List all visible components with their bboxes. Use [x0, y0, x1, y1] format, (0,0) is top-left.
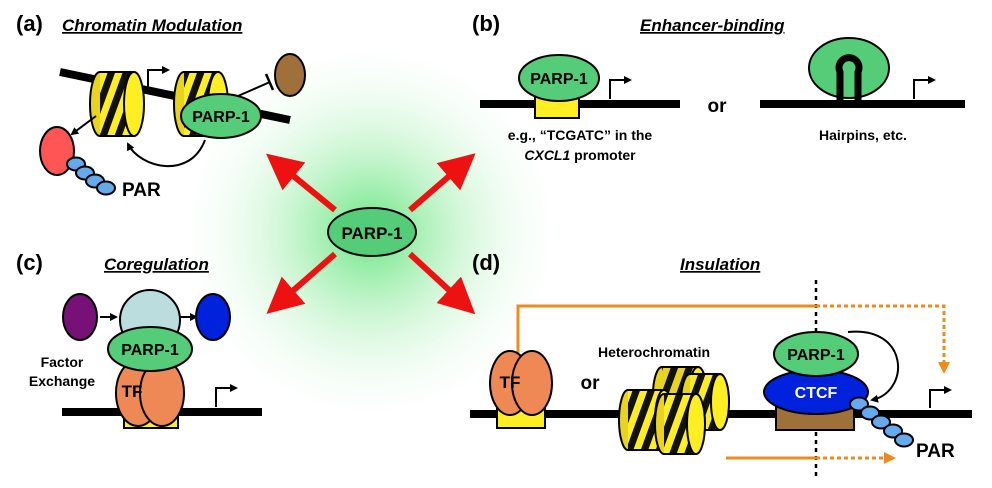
panel-b-parp1-label: PARP-1 [530, 71, 588, 88]
panel-b-tss-arrow-1 [609, 76, 632, 99]
panel-d-or: or [581, 373, 601, 394]
panel-c-letter: (c) [16, 250, 43, 275]
panel-b-parp1-hairpin [808, 37, 890, 99]
panel-b-example-line2: CXCL1 promoter [524, 147, 636, 163]
panel-a-inhibition [237, 81, 271, 97]
panel-c-parp1 [107, 326, 193, 372]
panel-c-title: Coregulation [104, 255, 209, 274]
center-parp1 [327, 207, 417, 257]
arrow-to-b [408, 153, 476, 213]
panel-d-letter: (d) [472, 250, 500, 275]
panel-c-factor-line2: Exchange [29, 373, 95, 389]
panel-a-salmon-factor [39, 126, 75, 176]
panel-c-parp1-label: PARP-1 [121, 342, 179, 359]
panel-c-blue-factor [195, 293, 231, 341]
panel-b-hairpin [835, 54, 863, 104]
panel-a: (a) Chromatin Modulation PARP-1 [16, 11, 306, 201]
panel-d-heterochromatin-label: Heterochromatin [598, 344, 710, 360]
panel-a-parp1-label: PARP-1 [192, 109, 250, 126]
panel-d-curved-arrow [847, 330, 899, 403]
panel-b-hairpins-label: Hairpins, etc. [819, 127, 907, 143]
panel-d-orange-path [516, 304, 816, 372]
panel-d-parp1-label: PARP-1 [787, 347, 845, 364]
panel-d-tf-label: TF [500, 373, 521, 392]
panel-d-title: Insulation [680, 255, 760, 274]
panel-a-par-label: PAR [122, 180, 161, 201]
arrow-to-d [407, 251, 476, 315]
panel-d-par-chain [849, 396, 914, 448]
panel-b-title: Enhancer-binding [640, 16, 785, 35]
panel-b-gene: CXCL1 [524, 147, 570, 163]
panel-d-tss-arrow [929, 386, 952, 408]
panel-b-or: or [708, 96, 728, 117]
panel-a-small-arrow [70, 115, 97, 136]
panel-c-factor-line1: Factor [41, 354, 84, 370]
panel-c-tss-arrow [215, 384, 238, 407]
panel-b-promoter: promoter [570, 147, 636, 163]
panel-d-tf-right [511, 350, 553, 416]
panel-b-parp1 [518, 54, 600, 102]
panel-a-nucleosome-1 [89, 71, 145, 137]
arrow-to-c [266, 251, 337, 314]
panel-a-title: Chromatin Modulation [62, 16, 242, 35]
panel-a-par-chain [66, 156, 116, 196]
panel-d-parp1 [773, 331, 859, 377]
panel-a-letter: (a) [16, 11, 43, 36]
panel-d: (d) Insulation TF or Heterochromatin [470, 250, 972, 476]
center-parp1-label: PARP-1 [341, 224, 402, 243]
panel-a-tss-arrow [147, 66, 170, 92]
arrow-to-a [266, 153, 337, 213]
center-group: PARP-1 [266, 153, 476, 315]
panel-b-tss-arrow-2 [913, 76, 936, 99]
panel-b-letter: (b) [472, 11, 500, 36]
panel-d-orange-dotted-path [816, 304, 950, 374]
panel-b-example-line1: e.g., “TCGATC” in the [508, 127, 653, 143]
panel-c: (c) Coregulation TF PARP-1 Factor Exchan… [16, 250, 262, 429]
panel-c-purple-factor [62, 293, 98, 341]
panel-d-heterochromatin [618, 366, 730, 455]
panel-b: (b) Enhancer-binding PARP-1 e.g., “TCGAT… [472, 11, 965, 163]
panel-d-ctcf-label: CTCF [795, 385, 838, 402]
panel-a-brown-factor [274, 53, 306, 97]
panel-a-parp1 [180, 93, 262, 139]
panel-d-par-label: PAR [916, 441, 955, 462]
panel-c-tf-label: TF [122, 382, 143, 401]
panel-a-curved-arrow [127, 139, 206, 168]
